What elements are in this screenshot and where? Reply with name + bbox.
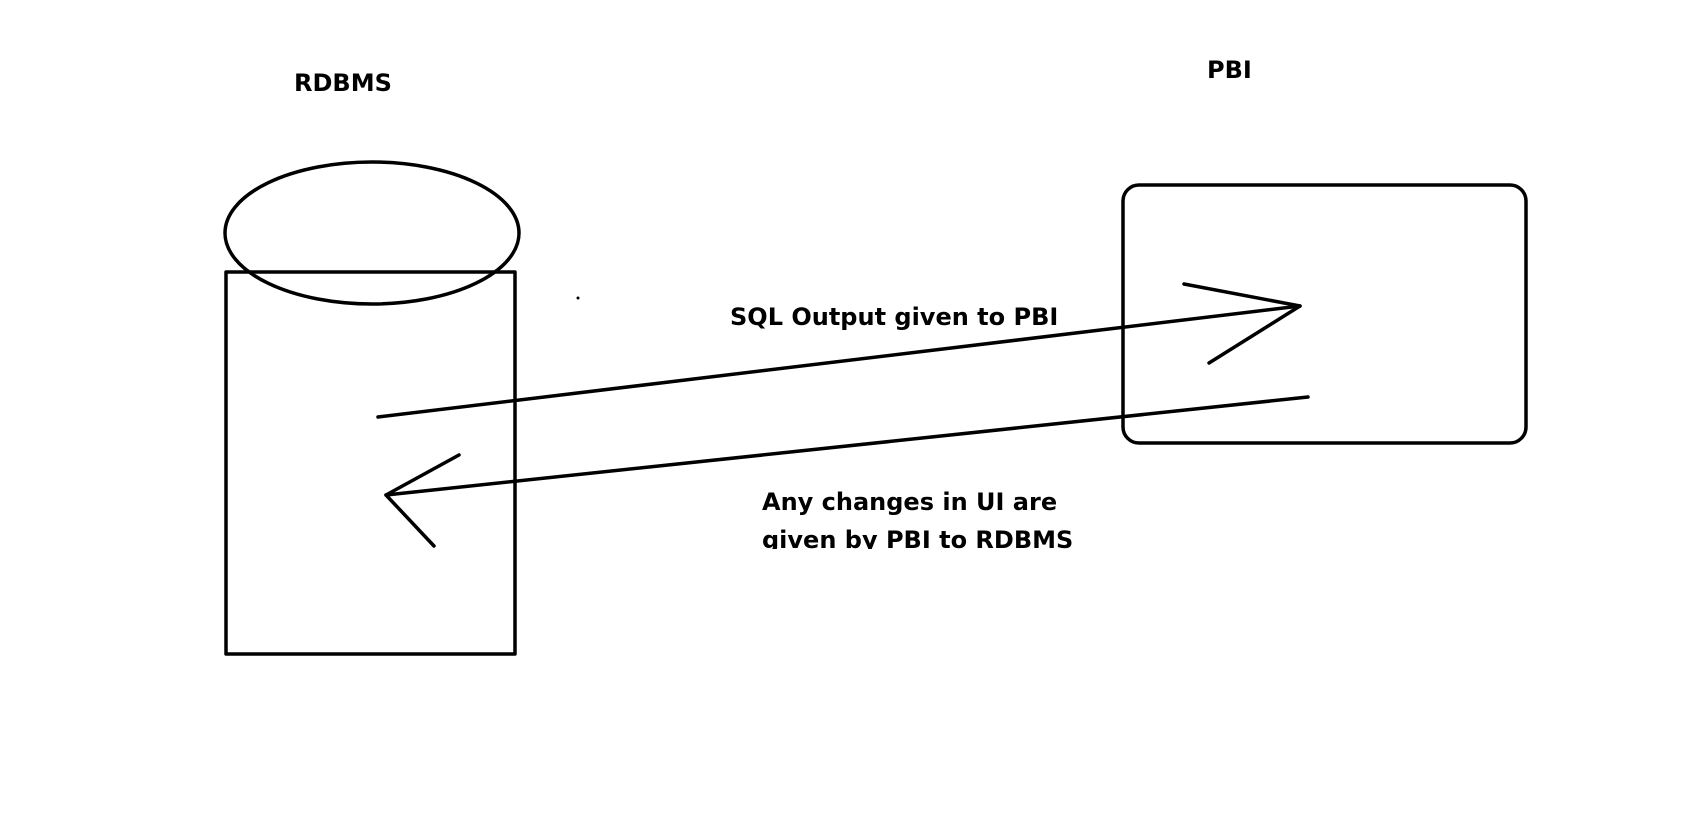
arrow-rdbms-to-pbi-head <box>1182 282 1302 365</box>
arrow-pbi-to-rdbms-head <box>384 453 461 548</box>
ui-changes-edge-label-line-1: Any changes in UI are <box>762 488 1058 516</box>
ui-changes-edge-label-line-2: given by PBI to RDBMS <box>762 526 1074 549</box>
pbi-box <box>1121 183 1528 445</box>
rdbms-cylinder-body <box>224 270 517 656</box>
arrow-pbi-to-rdbms-line <box>384 395 1310 497</box>
sql-output-edge-label: SQL Output given to PBI <box>730 303 1059 331</box>
rdbms-label: RDBMS <box>294 69 392 97</box>
ui-changes-edge-label: Any changes in UI are given by PBI to RD… <box>762 483 1073 549</box>
rdbms-cylinder-top <box>223 160 521 306</box>
stray-dot <box>576 296 580 300</box>
pbi-label: PBI <box>1207 56 1252 84</box>
arrow-rdbms-to-pbi-line <box>376 304 1302 419</box>
